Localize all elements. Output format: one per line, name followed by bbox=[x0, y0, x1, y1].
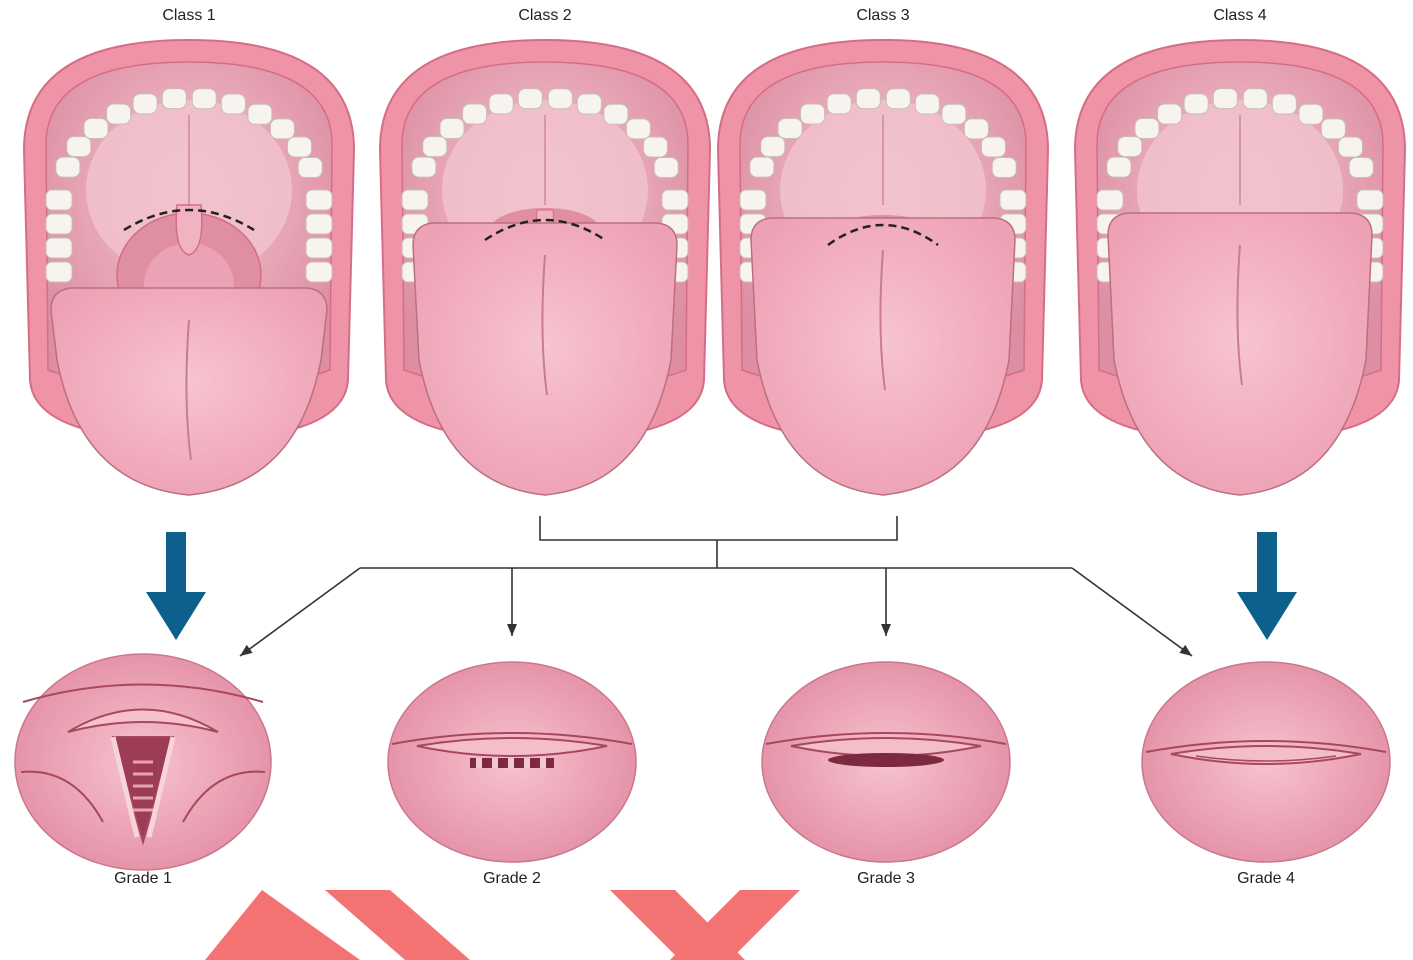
arytenoid bbox=[476, 758, 482, 768]
mouth-class-3 bbox=[718, 40, 1048, 495]
mouth-class-4 bbox=[1075, 40, 1405, 495]
larynx-grade-2 bbox=[388, 662, 636, 862]
down-arrow-icon bbox=[146, 532, 206, 640]
class-2-3-bracket bbox=[360, 516, 1072, 568]
uvula bbox=[176, 205, 202, 255]
watermark bbox=[205, 890, 800, 960]
epiglottic-shadow bbox=[828, 753, 944, 767]
arrowhead-icon bbox=[240, 568, 360, 656]
larynx-grade-1 bbox=[15, 654, 271, 870]
arytenoid bbox=[508, 758, 514, 768]
arytenoid bbox=[540, 758, 546, 768]
arytenoid bbox=[492, 758, 498, 768]
arytenoid bbox=[524, 758, 530, 768]
larynx-grade-4 bbox=[1142, 662, 1390, 862]
down-arrow-icon bbox=[1237, 532, 1297, 640]
mouth-class-1 bbox=[24, 40, 354, 495]
mouth-class-2 bbox=[380, 40, 710, 495]
larynx-grade-3 bbox=[762, 662, 1010, 862]
tongue bbox=[51, 288, 327, 495]
arrowhead-icon bbox=[1072, 568, 1192, 656]
arrowhead-icon bbox=[507, 568, 517, 636]
arrowhead-icon bbox=[881, 568, 891, 636]
